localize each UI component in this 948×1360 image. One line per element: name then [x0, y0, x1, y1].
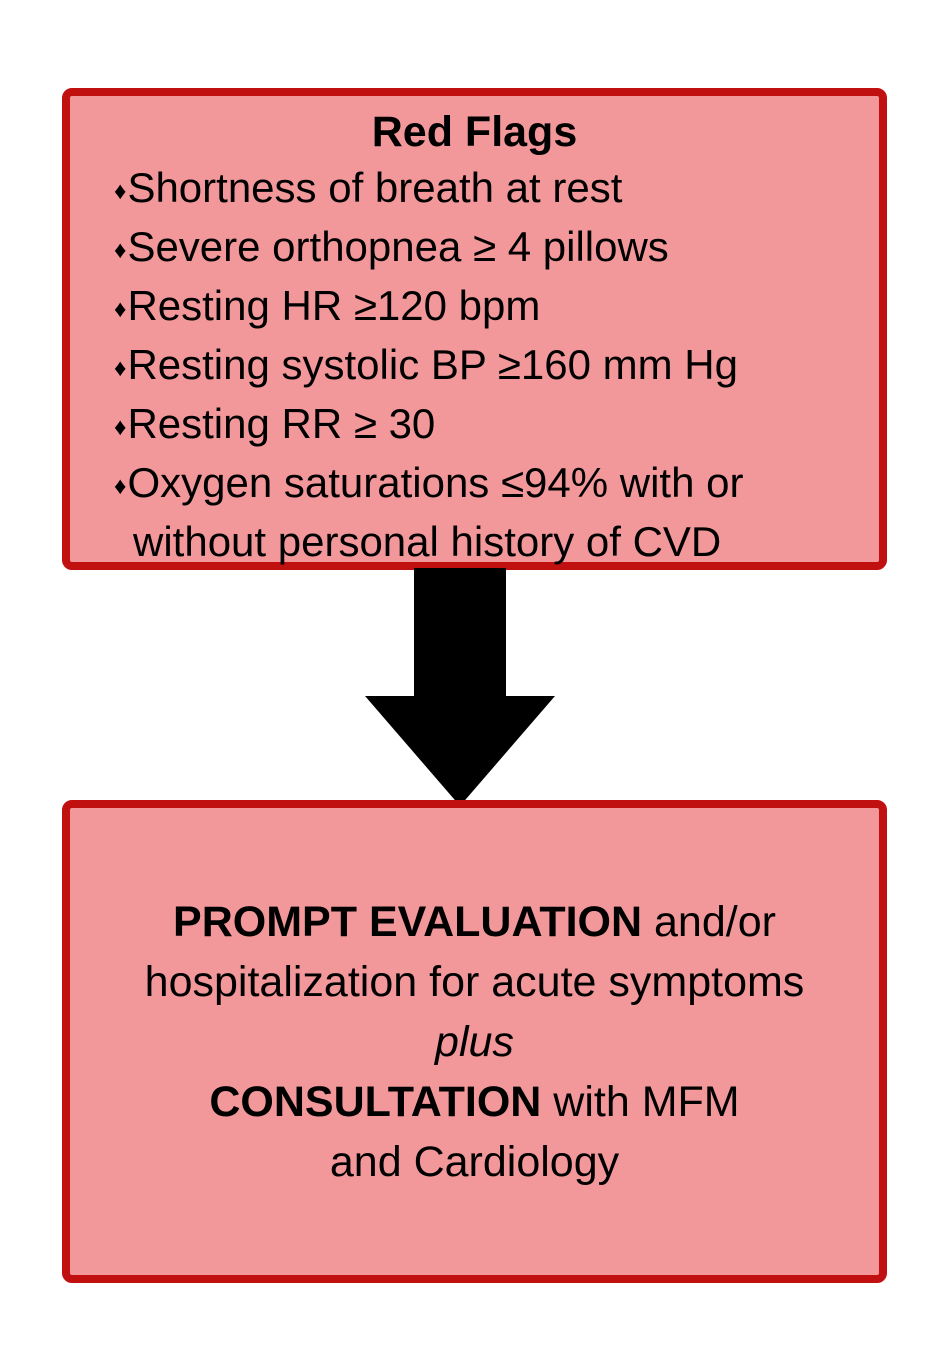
action-line-3-plus: plus: [435, 1017, 514, 1066]
diamond-bullet-icon: ♦: [114, 473, 128, 501]
red-flag-item: ♦Resting RR ≥ 30: [114, 396, 861, 455]
red-flag-text: Oxygen saturations ≤94% with or without …: [127, 459, 744, 566]
red-flag-item: ♦Oxygen saturations ≤94% with or without…: [114, 455, 861, 569]
red-flag-text: Resting RR ≥ 30: [127, 400, 436, 448]
action-line-5: and Cardiology: [329, 1137, 620, 1186]
diamond-bullet-icon: ♦: [114, 414, 128, 442]
action-line-4: CONSULTATION with MFM: [209, 1072, 739, 1132]
red-flag-text: Resting HR ≥120 bpm: [127, 282, 541, 330]
red-flags-title: Red Flags: [371, 108, 578, 156]
action-line-2: hospitalization for acute symptoms: [144, 957, 805, 1006]
diamond-bullet-icon: ♦: [114, 296, 128, 324]
consultation-text: CONSULTATION: [209, 1077, 542, 1126]
red-flag-item: ♦Resting HR ≥120 bpm: [114, 278, 861, 337]
red-flag-item: ♦Resting systolic BP ≥160 mm Hg: [114, 337, 861, 396]
red-flag-text: Shortness of breath at rest: [127, 164, 623, 211]
action-line-1: PROMPT EVALUATION and/or: [173, 892, 776, 952]
down-arrow-shape: [365, 568, 555, 806]
red-flags-box: Red Flags ♦Shortness of breath at rest ♦…: [62, 88, 887, 570]
diamond-bullet-icon: ♦: [114, 178, 128, 206]
red-flag-item: ♦Shortness of breath at rest: [114, 160, 861, 219]
red-flag-item: ♦Severe orthopnea ≥ 4 pillows: [114, 219, 861, 278]
red-flag-text: Resting systolic BP ≥160 mm Hg: [127, 341, 738, 389]
diamond-bullet-icon: ♦: [114, 355, 128, 383]
red-flag-text: Severe orthopnea ≥ 4 pillows: [127, 223, 669, 271]
diamond-bullet-icon: ♦: [114, 237, 128, 265]
down-arrow-icon: [365, 568, 555, 806]
prompt-evaluation-text: PROMPT EVALUATION: [173, 897, 643, 946]
action-box: PROMPT EVALUATION and/or hospitalization…: [62, 800, 887, 1283]
red-flags-list: ♦Shortness of breath at rest ♦Severe ort…: [70, 160, 879, 569]
and-or-text: and/or: [642, 897, 776, 946]
with-mfm-text: with MFM: [541, 1077, 740, 1126]
